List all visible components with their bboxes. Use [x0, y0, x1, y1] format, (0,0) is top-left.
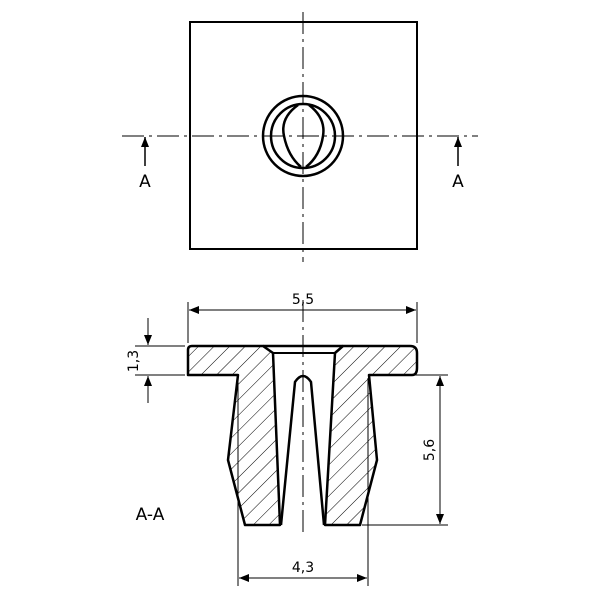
- dimension-body-width: 4,3: [292, 560, 314, 576]
- section-label-left: A: [139, 172, 151, 192]
- dimension-width-top: 5,5: [292, 292, 314, 308]
- section-title: A-A: [136, 505, 165, 525]
- slot-lens: [282, 103, 325, 168]
- section-view: 5,5 1,3 5,6 4,3 A-A: [126, 292, 448, 586]
- outer-circle: [261, 94, 345, 178]
- dimension-flange-height: 1,3: [126, 350, 142, 372]
- right-section-hatch: [323, 344, 419, 527]
- left-section-hatch: [186, 344, 282, 527]
- top-view: A A: [122, 12, 478, 262]
- section-label-right: A: [452, 172, 464, 192]
- inner-circle: [269, 102, 337, 170]
- dimension-body-height: 5,6: [422, 439, 438, 461]
